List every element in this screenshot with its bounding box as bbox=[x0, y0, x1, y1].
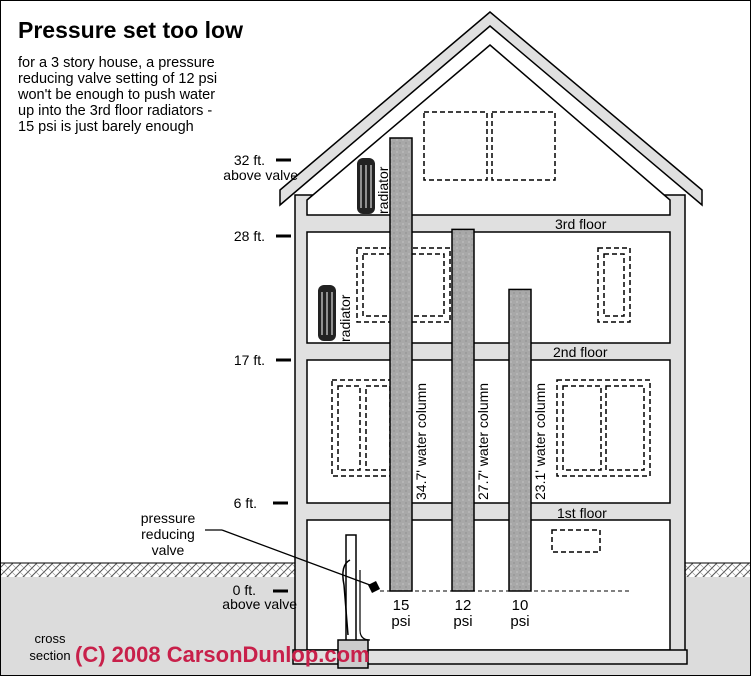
psi-label: 12 bbox=[455, 597, 472, 614]
svg-text:6 ft.: 6 ft. bbox=[234, 495, 257, 511]
svg-text:reducing valve setting of 12 p: reducing valve setting of 12 psi bbox=[18, 71, 217, 87]
water-column-label: 27.7' water column bbox=[475, 383, 491, 500]
floor-label-3rd: 3rd floor bbox=[555, 216, 607, 232]
radiator-2nd-floor: radiator bbox=[318, 285, 353, 342]
floor-label-2nd: 2nd floor bbox=[553, 344, 608, 360]
svg-text:above valve: above valve bbox=[223, 167, 298, 183]
svg-text:above valve: above valve bbox=[222, 596, 297, 612]
height-scale: 32 ft. above valve 28 ft. 17 ft. 6 ft. 0… bbox=[222, 152, 298, 612]
title: Pressure set too low bbox=[18, 17, 243, 43]
svg-text:valve: valve bbox=[152, 542, 185, 558]
psi-label: 15 bbox=[393, 597, 410, 614]
radiator-label: radiator bbox=[337, 294, 353, 342]
cross-section-label: cross bbox=[34, 631, 66, 646]
svg-text:pressure: pressure bbox=[141, 510, 196, 526]
cross-section-label: section bbox=[29, 648, 70, 663]
psi-label: psi bbox=[510, 613, 529, 630]
svg-text:reducing: reducing bbox=[141, 526, 195, 542]
boiler bbox=[337, 534, 371, 669]
svg-text:28 ft.: 28 ft. bbox=[234, 228, 265, 244]
pressure-reducing-valve: pressure reducing valve bbox=[141, 510, 380, 593]
water-column-label: 23.1' water column bbox=[532, 383, 548, 500]
water-column-12psi bbox=[451, 228, 475, 592]
copyright-watermark: (C) 2008 CarsonDunlop.com bbox=[75, 642, 370, 667]
floor-label-1st: 1st floor bbox=[557, 505, 607, 521]
water-column-10psi bbox=[508, 288, 532, 592]
svg-text:17 ft.: 17 ft. bbox=[234, 352, 265, 368]
description: for a 3 story house, a pressure reducing… bbox=[17, 55, 217, 135]
water-column-15psi bbox=[389, 137, 413, 592]
radiator-3rd-floor: radiator bbox=[357, 158, 391, 214]
svg-text:15 psi is just barely enough: 15 psi is just barely enough bbox=[18, 119, 194, 135]
psi-label: psi bbox=[391, 613, 410, 630]
psi-label: psi bbox=[453, 613, 472, 630]
svg-text:won't be enough to push water: won't be enough to push water bbox=[17, 87, 215, 103]
svg-text:for a 3 story house, a pressur: for a 3 story house, a pressure bbox=[18, 55, 215, 71]
svg-text:0 ft.: 0 ft. bbox=[233, 582, 256, 598]
radiator-label: radiator bbox=[375, 166, 391, 214]
house bbox=[279, 11, 703, 665]
svg-text:32 ft.: 32 ft. bbox=[234, 152, 265, 168]
water-column-label: 34.7' water column bbox=[413, 383, 429, 500]
psi-label: 10 bbox=[512, 597, 529, 614]
svg-text:up into the 3rd floor radiator: up into the 3rd floor radiators - bbox=[18, 103, 212, 119]
